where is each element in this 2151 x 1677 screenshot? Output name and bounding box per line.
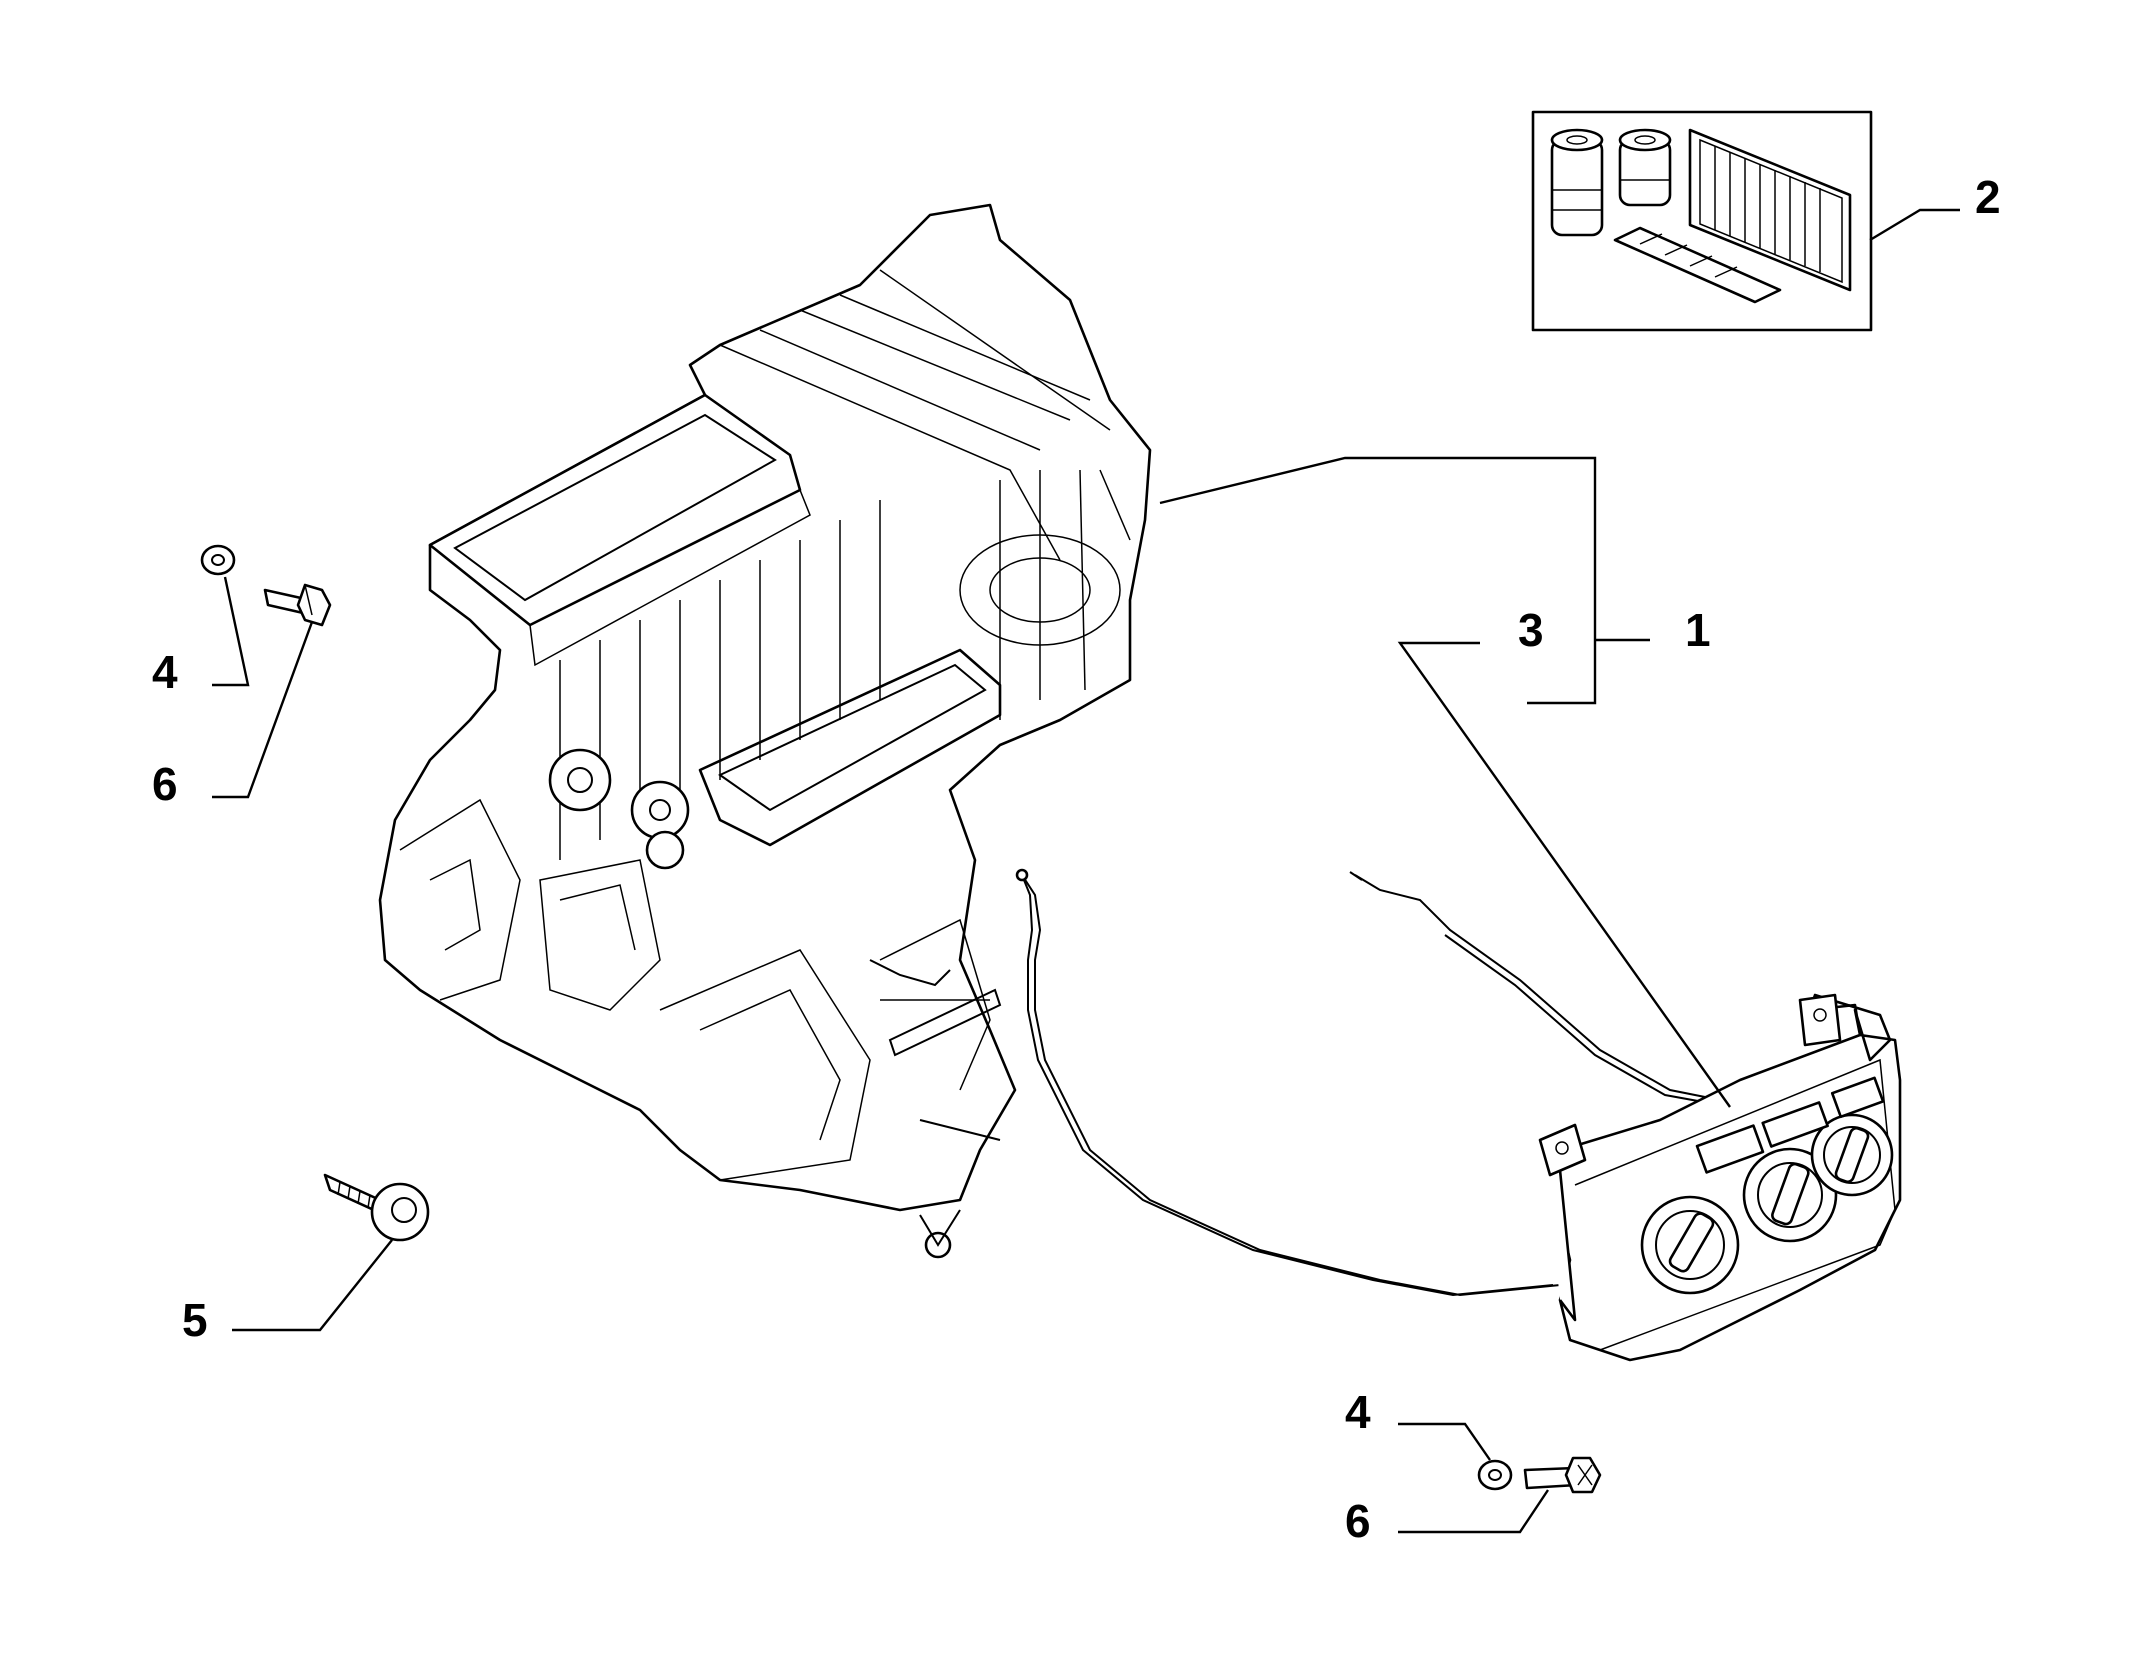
air-inlet-duct (428, 393, 802, 627)
blower-ribs (719, 269, 1131, 720)
screw-icon (323, 1173, 430, 1242)
callout-3: 3 (1518, 604, 1544, 656)
callout-6-top: 6 (152, 758, 178, 810)
leader-lines (212, 208, 1960, 1534)
climate-control-panel (1538, 993, 1902, 1362)
callout-1: 1 (1685, 604, 1711, 656)
recirculation-button (1695, 1124, 1765, 1174)
panel-tab-left (1538, 1123, 1587, 1177)
oil-filter-small-icon (1618, 128, 1672, 207)
cabin-filter-icon (1613, 226, 1782, 304)
rear-defrost-button (1830, 1076, 1885, 1119)
bolt-small-icon (1523, 1456, 1602, 1494)
oil-filter-icon (1550, 128, 1604, 237)
callout-4-top: 4 (152, 646, 178, 698)
callout-5: 5 (182, 1294, 208, 1346)
core-grille (559, 500, 881, 860)
fan-speed-knob-icon (1640, 1195, 1740, 1295)
hvac-heater-unit (378, 203, 1152, 1259)
washer-small-icon (1477, 1459, 1513, 1491)
actuator-gear-icon (548, 748, 690, 870)
control-cables (1015, 868, 1760, 1297)
filter-kit-inset (1531, 110, 1873, 332)
air-distribution-knob-icon (1810, 1113, 1894, 1197)
lower-housing-details (399, 798, 991, 1181)
panel-tab-right (1798, 993, 1842, 1047)
bolt-icon (263, 583, 332, 627)
callout-6-bottom: 6 (1345, 1495, 1371, 1547)
hvac-housing (378, 203, 1152, 1212)
control-panel-body (1543, 993, 1902, 1362)
callout-4-bottom: 4 (1345, 1386, 1371, 1438)
cable-left (1021, 874, 1601, 1297)
washer-icon (200, 544, 236, 576)
callout-2: 2 (1975, 171, 2001, 223)
cable-right (1354, 874, 1760, 1101)
ac-button (1761, 1101, 1829, 1148)
air-filter-icon (1688, 128, 1852, 292)
temperature-knob-icon (1742, 1147, 1838, 1243)
